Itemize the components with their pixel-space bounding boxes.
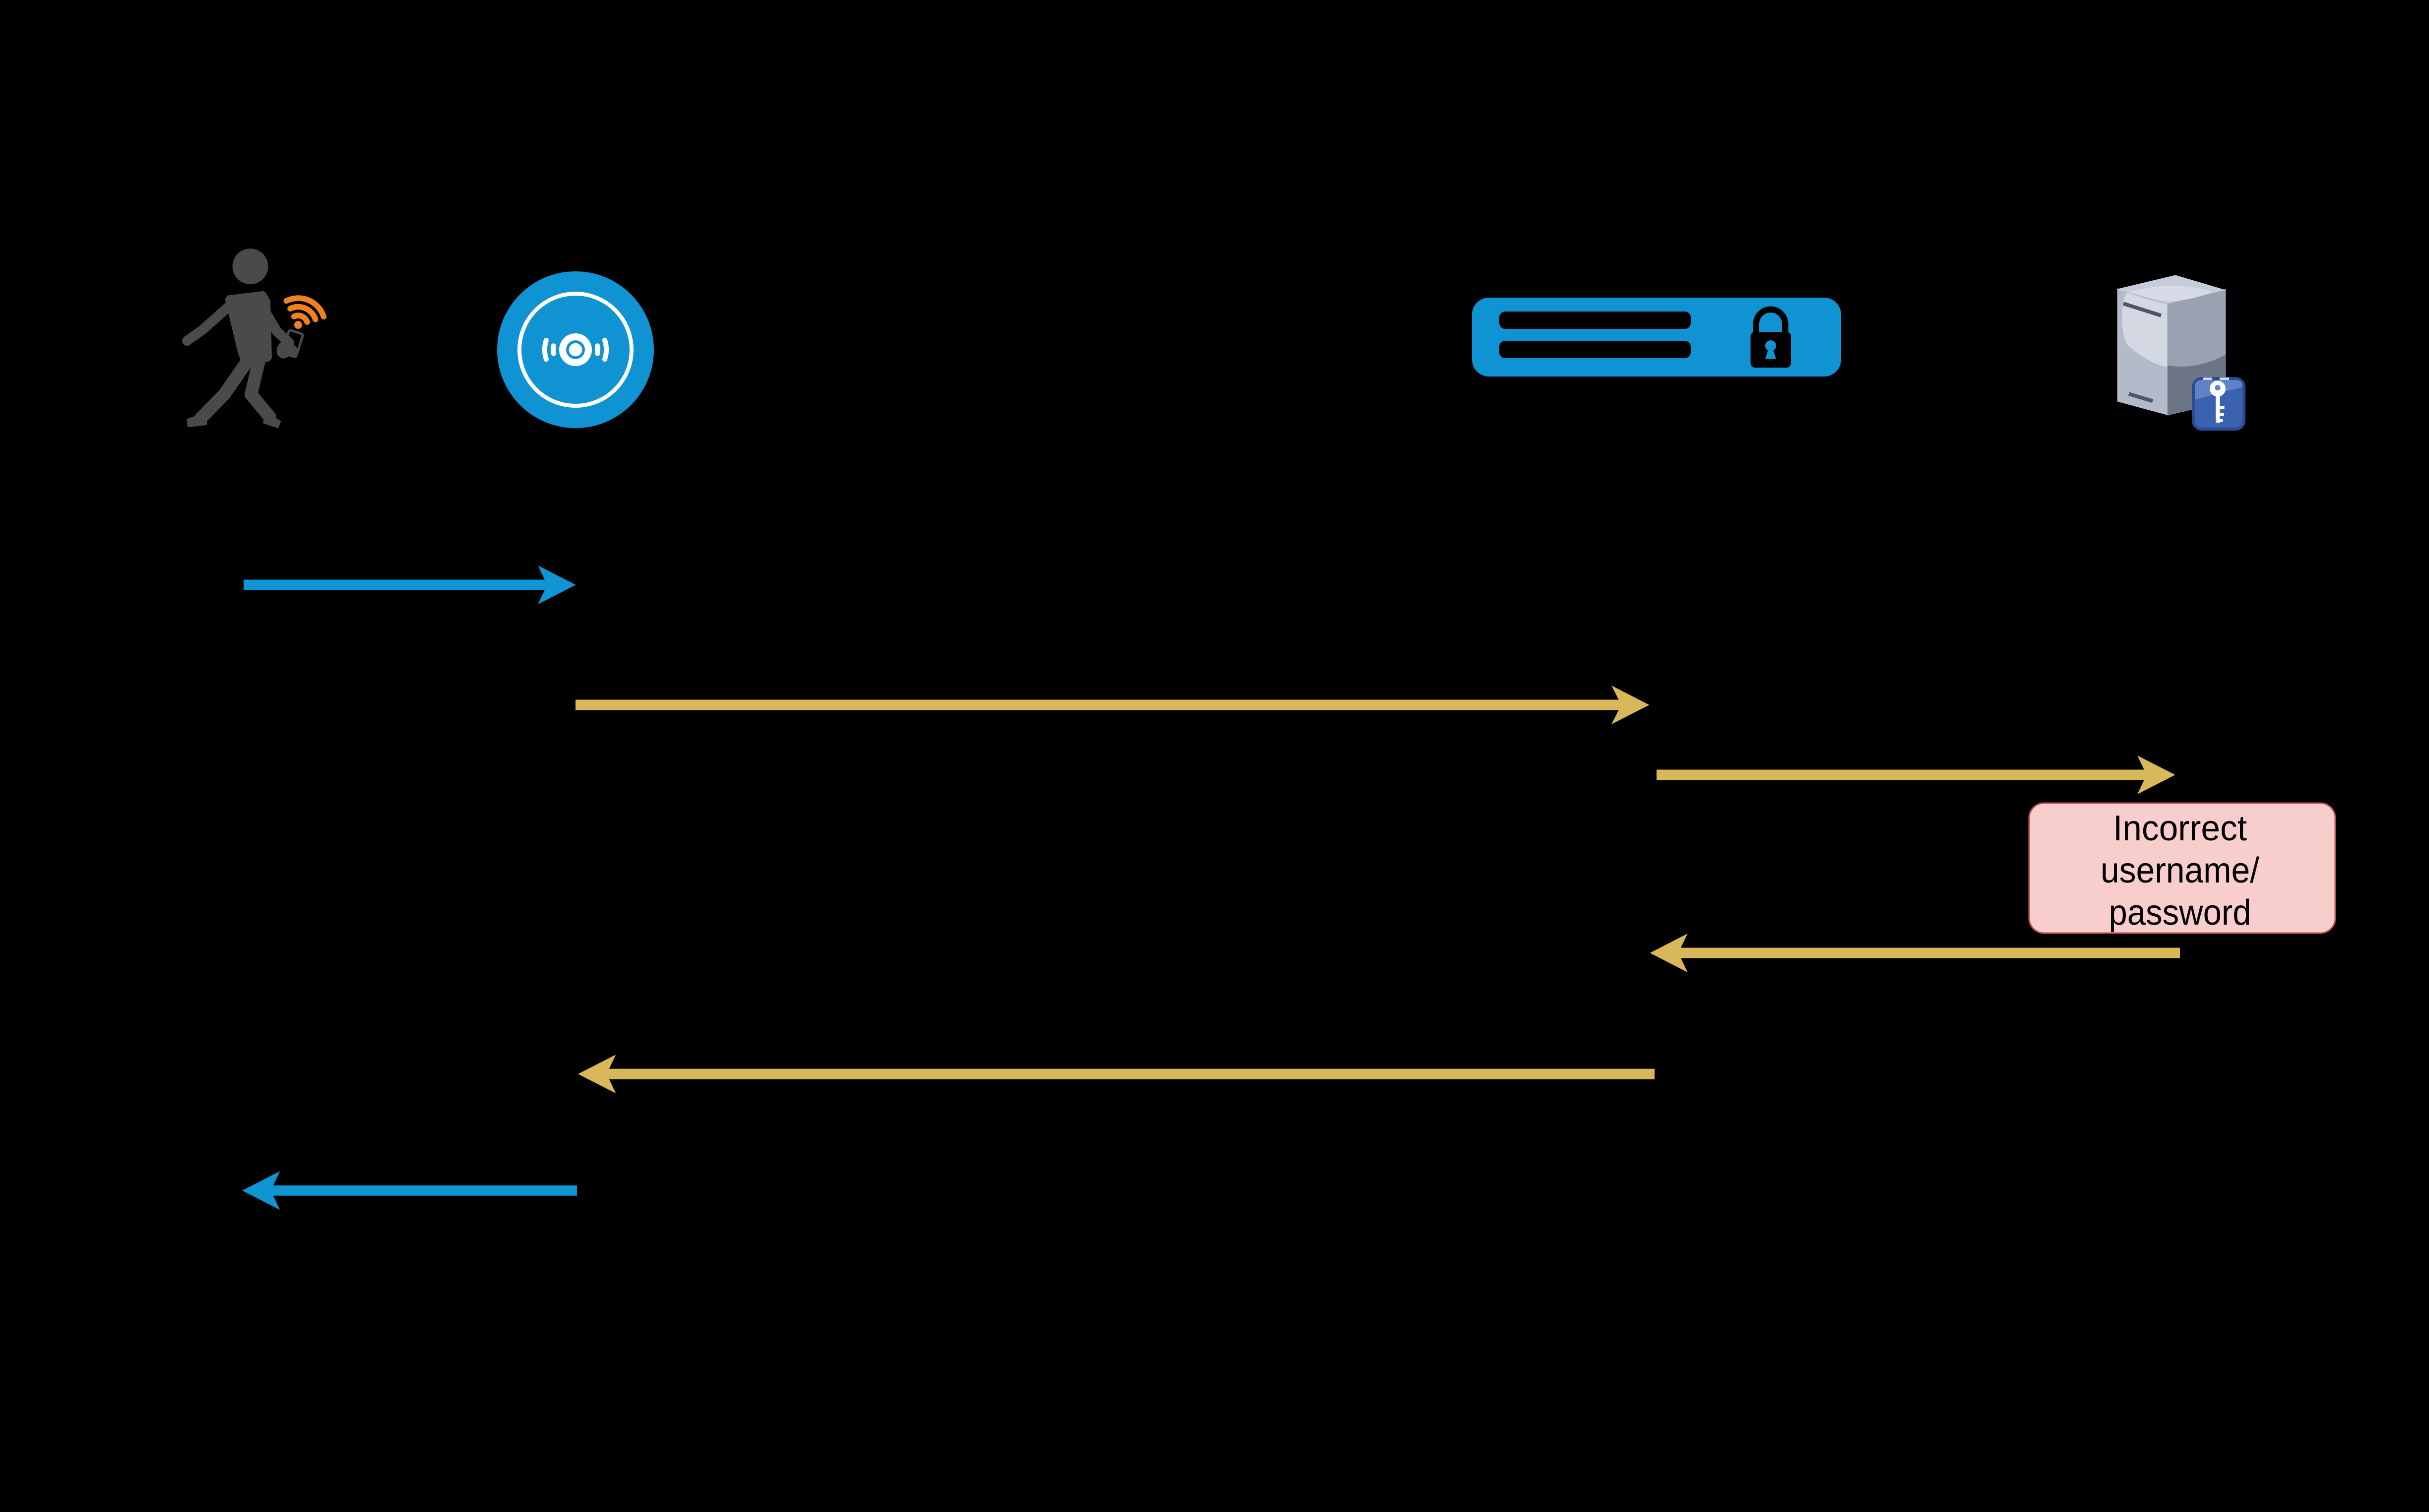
svg-text:username/: username/ [2101,851,2259,890]
svg-text:password: password [2109,893,2251,933]
svg-text:Incorrect: Incorrect [2113,809,2247,848]
